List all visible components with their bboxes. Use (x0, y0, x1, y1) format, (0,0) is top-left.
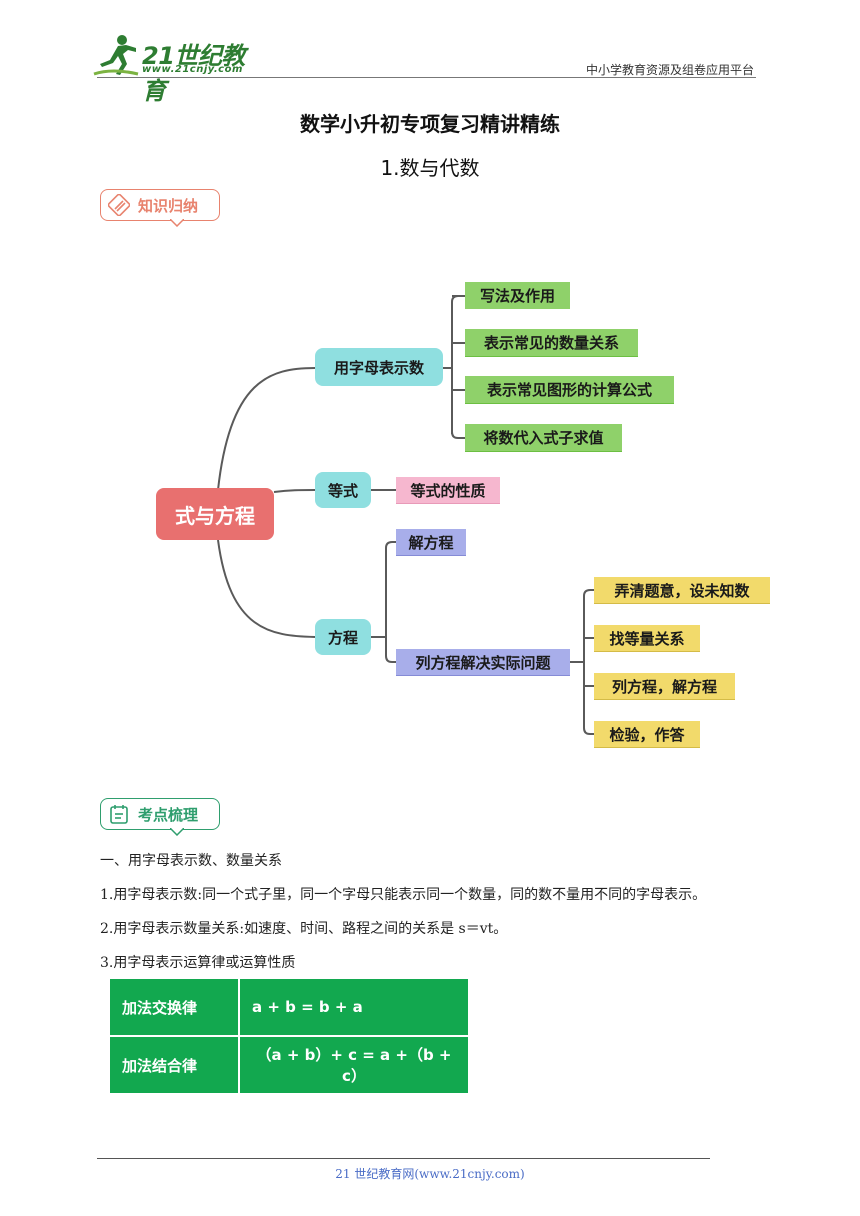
mindmap-branch-equation: 方程 (315, 619, 371, 655)
table-row: 加法结合律 （a + b）+ c = a +（b + c） (108, 1035, 470, 1095)
section-heading: 一、用字母表示数、数量关系 (100, 853, 282, 869)
knowledge-badge-label: 知识归纳 (138, 197, 199, 215)
table-cell-law-name: 加法交换律 (108, 977, 240, 1037)
mindmap-step-3: 列方程，解方程 (594, 673, 735, 699)
operation-laws-table: 加法交换律 a + b = b + a 加法结合律 （a + b）+ c = a… (108, 977, 470, 1095)
platform-name: 中小学教育资源及组卷应用平台 (585, 63, 754, 77)
mindmap-node-writing: 写法及作用 (465, 282, 570, 309)
exam-points-badge: 考点梳理 (100, 798, 222, 836)
logo-url: www.21cnjy.com (142, 64, 243, 75)
mindmap-node-equality-properties: 等式的性质 (396, 477, 500, 503)
paragraph-3: 3.用字母表示运算律或运算性质 (100, 955, 296, 971)
paragraph-1: 1.用字母表示数:同一个式子里，同一个字母只能表示同一个数量，同的数不量用不同的… (100, 887, 707, 903)
mindmap-root: 式与方程 (156, 488, 274, 540)
calendar-list-icon (110, 805, 128, 824)
footer-text: 21 世纪教育网(www.21cnjy.com) (335, 1167, 525, 1181)
mindmap-node-substitute: 将数代入式子求值 (465, 424, 622, 451)
page-subtitle: 1.数与代数 (380, 156, 480, 180)
exam-points-badge-label: 考点梳理 (138, 806, 199, 824)
pencil-ruler-icon (108, 194, 130, 216)
mindmap-node-solve: 解方程 (396, 529, 466, 555)
table-cell-formula: （a + b）+ c = a +（b + c） (238, 1035, 470, 1095)
mindmap-step-4: 检验，作答 (594, 721, 700, 747)
page-title: 数学小升初专项复习精讲精练 (300, 112, 560, 136)
mindmap-branch-equality: 等式 (315, 472, 371, 508)
paragraph-2: 2.用字母表示数量关系:如速度、时间、路程之间的关系是 s＝vt。 (100, 921, 508, 937)
table-row: 加法交换律 a + b = b + a (108, 977, 470, 1037)
mindmap-branch-letters: 用字母表示数 (315, 348, 443, 386)
knowledge-badge: 知识归纳 (100, 189, 222, 227)
mindmap-node-relations: 表示常见的数量关系 (465, 329, 638, 356)
table-cell-law-name: 加法结合律 (108, 1035, 240, 1095)
mindmap-step-1: 弄清题意，设未知数 (594, 577, 770, 603)
logo-text: 21世纪教育 (142, 42, 245, 105)
mindmap-node-word-problems: 列方程解决实际问题 (396, 649, 570, 675)
mindmap-step-2: 找等量关系 (594, 625, 700, 651)
table-cell-formula: a + b = b + a (238, 977, 470, 1037)
header-divider (97, 77, 756, 78)
site-logo: 21世纪教育 www.21cnjy.com (92, 34, 262, 105)
footer-divider (97, 1158, 710, 1159)
mindmap-node-formulas: 表示常见图形的计算公式 (465, 376, 674, 403)
runner-logo-icon (93, 35, 139, 76)
